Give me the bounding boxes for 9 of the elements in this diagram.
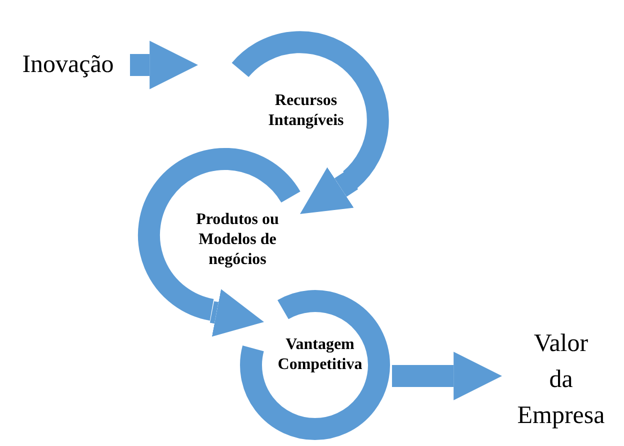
block-arrow xyxy=(210,289,264,337)
node-label: Produtos ou Modelos de negócios xyxy=(195,210,280,270)
node-label: Recursos Intangíveis xyxy=(267,91,345,131)
node-label: Vantagem Competitiva xyxy=(276,335,364,375)
node-label: Inovação xyxy=(22,50,114,80)
block-arrow xyxy=(130,40,198,90)
node-label: Valor da Empresa xyxy=(517,328,605,432)
block-arrow xyxy=(392,352,502,400)
block-arrow xyxy=(300,167,358,214)
